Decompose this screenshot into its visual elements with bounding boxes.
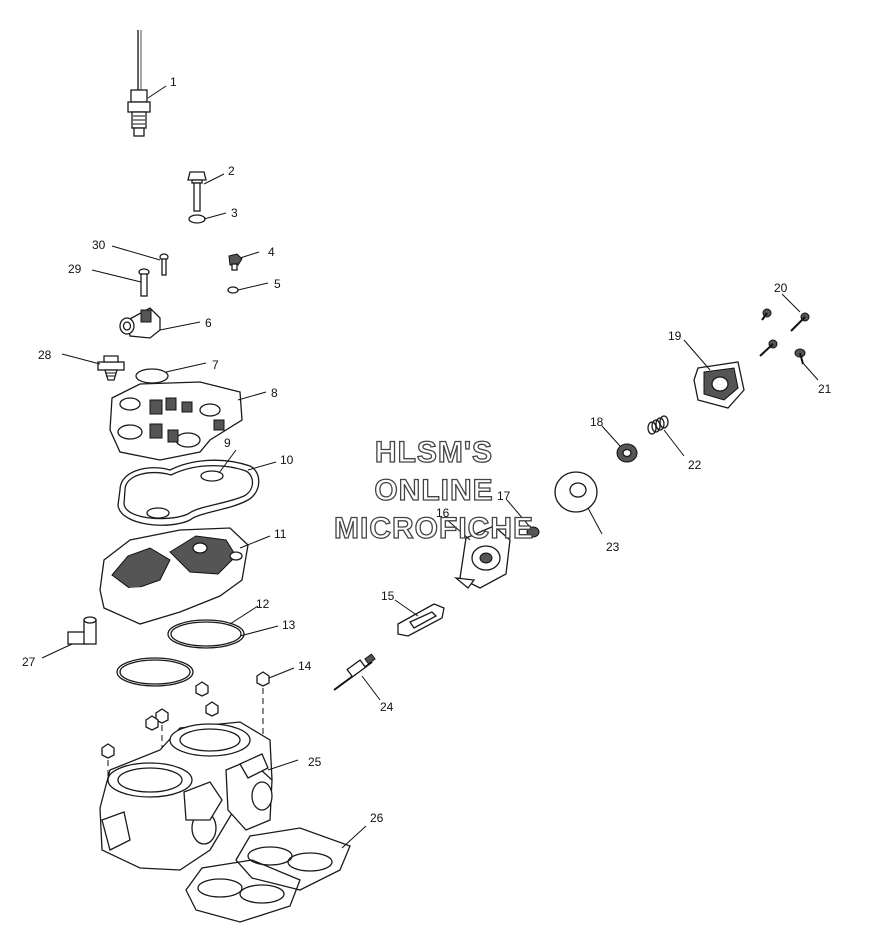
- callout-14: 14: [298, 659, 312, 673]
- part-8-head-cover: [109, 381, 243, 461]
- part-12-gasket: [167, 619, 245, 649]
- callout-22: 22: [688, 458, 702, 472]
- callout-18: 18: [590, 415, 604, 429]
- part-7-o-ring: [135, 368, 169, 384]
- part-10-gasket: [117, 459, 260, 526]
- callout-28: 28: [38, 348, 52, 362]
- part-16-valve-housing: [453, 525, 511, 589]
- part-14-nuts: [101, 671, 270, 780]
- callout-3: 3: [231, 206, 238, 220]
- callout-23: 23: [606, 540, 620, 554]
- callout-12: 12: [256, 597, 270, 611]
- part-6-thermostat-housing: [119, 307, 161, 339]
- part-15-gasket: [397, 603, 445, 637]
- part-22-spring: [647, 415, 669, 435]
- callout-13: 13: [282, 618, 296, 632]
- callout-21: 21: [818, 382, 832, 396]
- watermark: HLSM'S ONLINE MICROFICHE: [333, 435, 534, 545]
- part-1-sensor: [127, 30, 151, 137]
- callout-26: 26: [370, 811, 384, 825]
- callout-15: 15: [381, 589, 395, 603]
- part-5-washer: [227, 286, 239, 294]
- part-18-retainer: [616, 443, 638, 463]
- part-13-gasket-lower-inner: [119, 659, 191, 685]
- watermark-line-3: MICROFICHE: [334, 512, 534, 545]
- callout-2: 2: [228, 164, 235, 178]
- part-9-o-ring-2: [146, 507, 170, 519]
- callout-4: 4: [268, 245, 275, 259]
- callout-30: 30: [92, 238, 106, 252]
- callout-25: 25: [308, 755, 322, 769]
- callout-8: 8: [271, 386, 278, 400]
- leader-lines: [41, 85, 819, 849]
- callout-1: 1: [170, 75, 177, 89]
- part-27-fitting: [67, 616, 97, 645]
- part-2-bolt: [187, 171, 207, 212]
- part-19-cover: [693, 361, 745, 409]
- callout-27: 27: [22, 655, 36, 669]
- part-23-diaphragm: [554, 471, 598, 513]
- callout-11: 11: [274, 527, 287, 541]
- part-13-gasket: [170, 621, 242, 647]
- part-17-nut: [526, 526, 540, 538]
- part-3-washer: [188, 214, 206, 224]
- callout-10: 10: [280, 453, 294, 467]
- callout-7: 7: [212, 358, 219, 372]
- part-25-cylinder: [99, 721, 273, 871]
- part-11-cylinder-head: [99, 527, 249, 625]
- part-28-thermostat: [97, 355, 125, 381]
- callout-9: 9: [224, 436, 231, 450]
- callout-29: 29: [68, 262, 82, 276]
- callout-5: 5: [274, 277, 281, 291]
- part-4-nut: [228, 253, 243, 271]
- callout-16: 16: [436, 506, 450, 520]
- callout-labels: 1 2 3 4 5 6 7 8 9 10 11 12 13 14 15 16 1…: [22, 75, 832, 825]
- part-29-bolt: [138, 268, 150, 297]
- part-24-valve: [333, 653, 376, 691]
- part-26-base-gasket: [185, 827, 351, 923]
- callout-24: 24: [380, 700, 394, 714]
- watermark-line-2: ONLINE: [374, 474, 493, 507]
- watermark-line-1: HLSM'S: [375, 436, 493, 469]
- part-20-screws: [759, 308, 810, 357]
- callout-19: 19: [668, 329, 682, 343]
- part-30-bolt: [159, 253, 169, 276]
- part-13-gasket-lower: [116, 657, 194, 687]
- part-9-o-ring: [200, 470, 224, 482]
- callout-17: 17: [497, 489, 511, 503]
- callout-20: 20: [774, 281, 788, 295]
- part-21-screw: [794, 348, 806, 365]
- callout-6: 6: [205, 316, 212, 330]
